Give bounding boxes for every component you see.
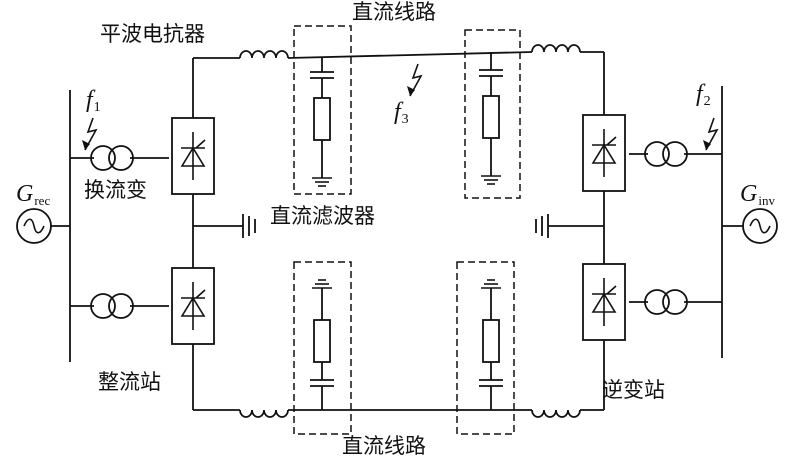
rectifier-station-label: 整流站: [98, 370, 161, 394]
fault-f1-label: f1: [86, 87, 101, 115]
fault-f3-label: f3: [394, 99, 409, 127]
smoothing-reactor-label: 平波电抗器: [100, 22, 205, 46]
g-inv-label: Ginv: [740, 181, 775, 208]
dc-line-top-label: 直流线路: [352, 0, 436, 24]
dc-line-bottom-label: 直流线路: [342, 434, 426, 458]
converter-transformer-label: 换流变: [84, 178, 147, 202]
g-rec-label: Grec: [16, 181, 51, 208]
dc-filter-label: 直流滤波器: [270, 204, 375, 228]
inverter-station-label: 逆变站: [602, 378, 665, 402]
fault-f2-label: f2: [696, 81, 711, 109]
